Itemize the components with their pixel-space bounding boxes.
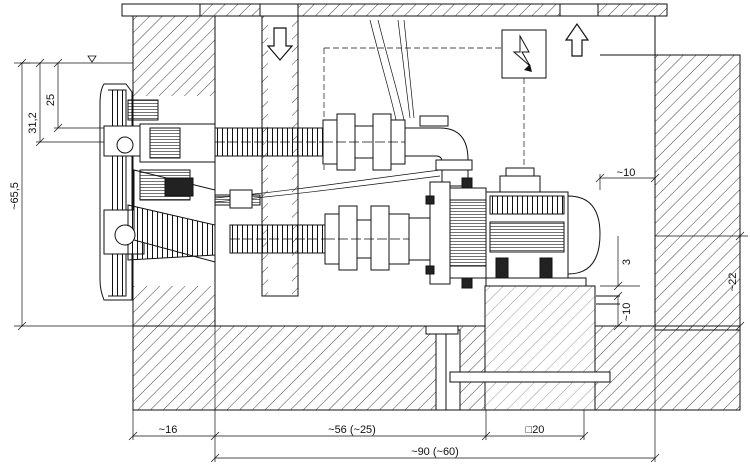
dim-motor-base: □20 [486,410,589,441]
dim-water-depth: 25 [45,58,104,133]
top-slab [121,3,668,17]
dim-inlet-height-label: 31,2 [27,112,39,133]
water-level [20,55,133,64]
small-hose [214,189,261,209]
dim-motor-height: ~22 [655,231,748,331]
pump-housing [425,177,487,289]
upper-union-valve [322,113,473,187]
dim-small-gap: 3 [600,236,640,291]
jet-nozzle-unit [99,83,216,301]
base-bracket [425,295,620,411]
down-arrow-icon [266,27,294,61]
up-arrow-icon [564,22,590,57]
dim-motor-offset: ~10 [595,167,660,190]
dim-total-length-label: ~90 (~60) [411,446,459,458]
dim-motor-offset-label: ~10 [617,167,636,179]
dim-pipe-length-label: ~56 (~25) [328,424,376,436]
dim-inlet-height: 31,2 [27,58,104,147]
dim-total-height-label: ~65,5 [9,182,21,210]
lightning-bolt-icon [501,29,547,79]
dim-base-offset-label: ~10 [621,303,633,322]
dim-total-height: ~65,5 [9,58,134,331]
dim-wall-thickness-label: ~16 [159,424,178,436]
lower-pipe [229,224,326,254]
lower-union-valve [324,205,440,271]
pump-motor [485,167,601,287]
upper-pipe [214,127,324,157]
cables [214,19,525,203]
dim-motor-height-label: ~22 [727,273,739,292]
dim-motor-base-label: □20 [526,424,545,436]
dim-water-depth-label: 25 [45,94,57,106]
dim-small-gap-label: 3 [621,259,633,265]
dim-base-offset: ~10 [613,291,633,331]
dim-total-length: ~90 (~60) [210,330,660,463]
right-wall [600,16,741,331]
water-level-triangle [87,55,97,63]
dim-pipe-length: ~56 (~25) [215,410,491,441]
